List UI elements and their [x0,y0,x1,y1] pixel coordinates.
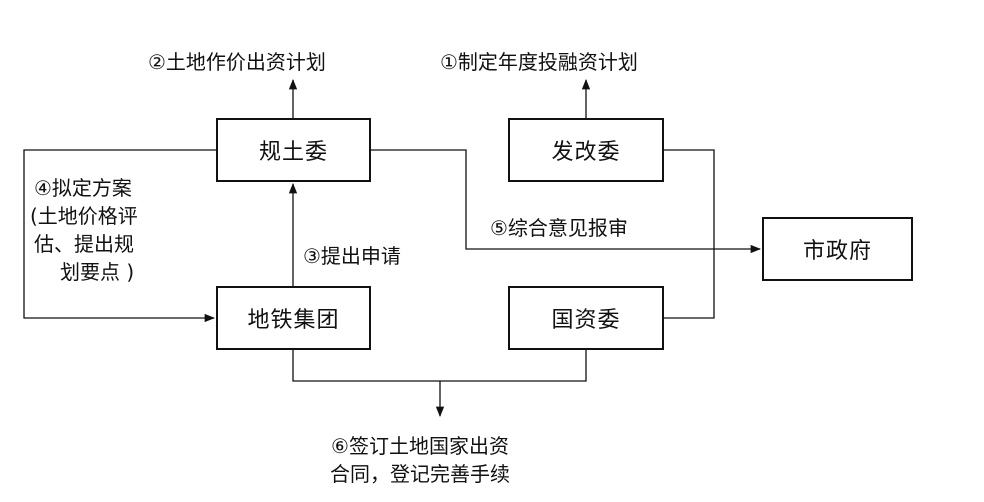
node-shi-zheng-fu: 市政府 [762,217,913,281]
step-5-label: ⑤综合意见报审 [490,216,628,240]
step-6-label: ⑥签订土地国家出资 合同，登记完善手续 [330,432,510,488]
step-2-label: ②土地作价出资计划 [148,50,326,74]
step-6-line-1: ⑥签订土地国家出资 [331,434,509,458]
node-gui-tu-wei: 规土委 [216,118,371,182]
step-4-line-1: ④拟定方案 [34,176,132,200]
node-fa-gai-wei: 发改委 [508,118,664,182]
node-guo-zi-wei: 国资委 [508,286,664,350]
arrow-step4-loop [23,149,216,323]
step-4-label: ④拟定方案 (土地价格评 估、提出规 划要点 ) [30,174,138,286]
step-4-line-3: 估、提出规 [34,232,134,256]
node-di-tie-ji-tuan: 地铁集团 [216,286,371,350]
step-4-line-2: (土地价格评 [30,204,138,228]
step-6-line-2: 合同，登记完善手续 [330,462,510,486]
step-4-line-4: 划要点 ) [60,260,135,284]
connector-bottom-merge [292,350,587,382]
connector-fagaiwei-guoziwei [664,149,715,319]
arrow-step5-report [371,149,762,254]
step-1-label: ①制定年度投融资计划 [440,50,638,74]
step-3-label: ③提出申请 [303,244,401,268]
